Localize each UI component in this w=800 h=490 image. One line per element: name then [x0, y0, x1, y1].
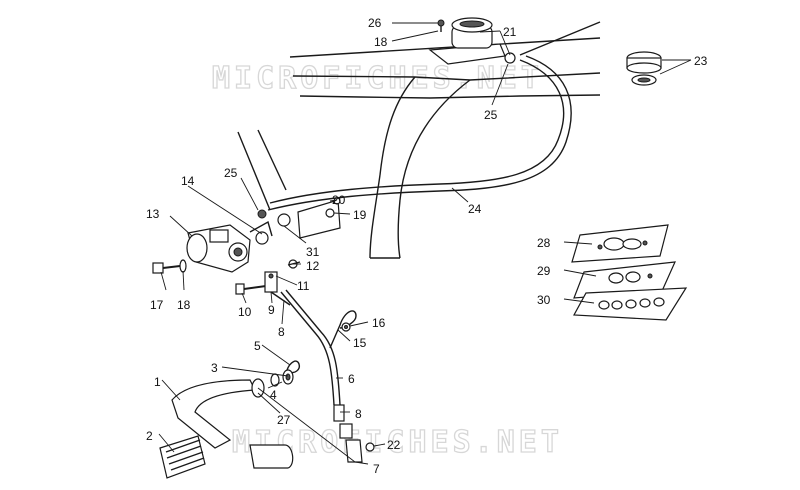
callout-25-top: 25 [484, 108, 498, 122]
kit-28 [571, 224, 669, 263]
callout-22: 22 [387, 438, 401, 452]
callout-8-lower: 8 [355, 407, 362, 421]
callout-11: 11 [297, 279, 310, 293]
master-cylinder [186, 220, 273, 273]
callout-24: 24 [468, 202, 482, 216]
callout-31: 31 [306, 245, 320, 259]
clevis [264, 259, 301, 306]
kit-30 [573, 287, 688, 321]
callout-16: 16 [372, 316, 386, 330]
return-spring [329, 310, 357, 349]
bracket [257, 197, 341, 239]
leader-lines [158, 22, 692, 465]
frame-tubes [237, 21, 601, 259]
callout-8-upper: 8 [278, 325, 285, 339]
callout-6: 6 [348, 372, 355, 386]
pedal-rubber [159, 435, 206, 479]
washers [270, 369, 294, 387]
callout-30: 30 [537, 293, 551, 307]
reservoir-screw [437, 19, 445, 32]
callout-19: 19 [353, 208, 367, 222]
callout-5: 5 [254, 339, 261, 353]
callout-7: 7 [373, 462, 380, 476]
callout-20: 20 [332, 193, 346, 207]
pin-10 [235, 283, 267, 295]
callout-12: 12 [306, 259, 320, 273]
callout-29: 29 [537, 264, 551, 278]
callout-9: 9 [268, 303, 275, 317]
callout-13: 13 [146, 207, 160, 221]
callout-17: 17 [150, 298, 164, 312]
spring-5 [286, 360, 301, 374]
callout-26: 26 [368, 16, 382, 30]
callout-10: 10 [238, 305, 252, 319]
mounting-bolt [152, 259, 187, 274]
callout-15: 15 [353, 336, 367, 350]
callout-3: 3 [211, 361, 218, 375]
callout-labels: 26 18 21 25 23 24 25 14 13 20 19 31 12 1… [146, 16, 708, 476]
callout-21: 21 [503, 25, 517, 39]
callout-18-left: 18 [177, 298, 191, 312]
callout-25-left: 25 [224, 166, 238, 180]
callout-2: 2 [146, 429, 153, 443]
callout-23: 23 [694, 54, 708, 68]
callout-4: 4 [270, 388, 277, 402]
brake-hose [267, 55, 572, 211]
callout-27: 27 [277, 413, 291, 427]
callout-1: 1 [154, 375, 161, 389]
reservoir-cap [626, 51, 662, 86]
callout-14: 14 [181, 174, 195, 188]
callout-18-top: 18 [374, 35, 388, 49]
callout-28: 28 [537, 236, 551, 250]
push-rod [280, 289, 375, 463]
